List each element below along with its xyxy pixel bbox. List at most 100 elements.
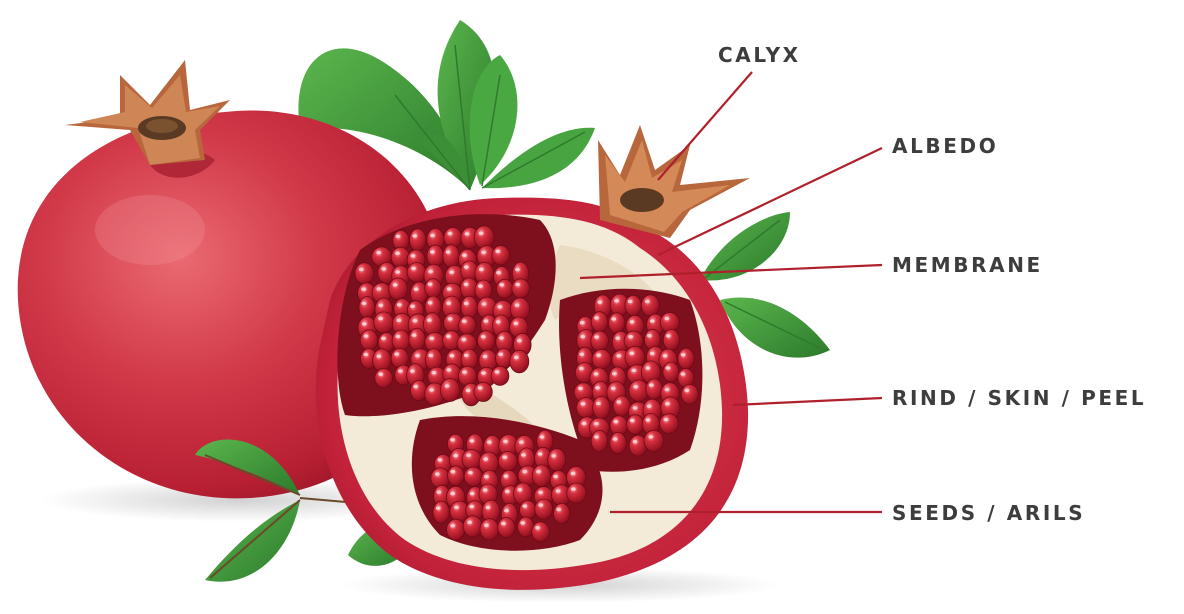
aril-highlight <box>519 440 524 444</box>
aril-highlight <box>633 440 638 444</box>
aril-highlight <box>649 383 654 387</box>
aril <box>478 331 495 351</box>
aril <box>496 279 513 298</box>
aril-highlight <box>499 283 504 287</box>
aril-highlight <box>578 387 583 391</box>
aril-highlight <box>483 355 488 359</box>
aril <box>410 229 426 252</box>
aril-highlight <box>579 353 584 357</box>
aril <box>591 430 607 451</box>
aril-highlight <box>376 287 381 291</box>
aril-highlight <box>581 402 586 406</box>
aril-highlight <box>429 388 434 392</box>
aril-highlight <box>413 319 418 323</box>
aril-highlight <box>435 472 440 476</box>
aril-highlight <box>469 505 474 509</box>
aril-highlight <box>505 490 510 494</box>
aril <box>625 295 641 315</box>
aril-highlight <box>664 317 669 321</box>
aril-highlight <box>582 422 587 426</box>
label-seeds-arils: SEEDS / ARILS <box>892 501 1085 525</box>
aril-highlight <box>436 490 441 494</box>
aril-highlight <box>495 370 500 374</box>
aril <box>458 366 476 386</box>
aril-highlight <box>449 354 454 358</box>
aril-highlight <box>571 487 576 491</box>
aril-highlight <box>412 333 417 337</box>
aril-highlight <box>364 334 369 338</box>
aril-highlight <box>466 454 471 458</box>
aril <box>609 313 625 334</box>
aril <box>461 296 477 319</box>
label-rind-skin-peel: RIND / SKIN / PEEL <box>892 386 1146 410</box>
aril-highlight <box>647 404 652 408</box>
aril-highlight <box>378 304 383 308</box>
leader-line-calyx <box>658 72 752 180</box>
aril-highlight <box>376 251 381 255</box>
aril-highlight <box>535 526 540 530</box>
aril <box>409 328 425 350</box>
aril-highlight <box>613 437 618 441</box>
aril-highlight <box>551 454 556 458</box>
aril-highlight <box>556 508 561 512</box>
aril <box>498 452 517 471</box>
aril <box>474 382 492 401</box>
aril <box>591 331 609 351</box>
aril-highlight <box>453 454 458 458</box>
aril-highlight <box>580 321 585 325</box>
aril-highlight <box>395 252 400 256</box>
aril-highlight <box>496 320 501 324</box>
aril <box>459 316 476 335</box>
aril-highlight <box>616 400 621 404</box>
aril <box>591 312 608 332</box>
aril <box>512 279 530 298</box>
aril-highlight <box>630 419 635 423</box>
aril <box>610 432 626 453</box>
aril-highlight <box>450 438 455 442</box>
aril-highlight <box>483 319 488 323</box>
aril-highlight <box>428 354 433 358</box>
aril-highlight <box>430 250 435 254</box>
aril-highlight <box>650 319 655 323</box>
aril-highlight <box>395 270 400 274</box>
aril-highlight <box>362 322 367 326</box>
aril-highlight <box>616 354 621 358</box>
aril-highlight <box>481 335 486 339</box>
aril-highlight <box>484 524 489 528</box>
aril-highlight <box>450 470 455 474</box>
aril <box>548 449 566 472</box>
aril-highlight <box>448 317 453 321</box>
aril-highlight <box>540 435 545 439</box>
aril-highlight <box>520 521 525 525</box>
aril <box>627 415 644 435</box>
aril <box>427 245 444 267</box>
aril-highlight <box>449 270 454 274</box>
aril <box>641 295 659 316</box>
aril-highlight <box>612 372 617 376</box>
aril <box>411 381 427 401</box>
aril-highlight <box>446 335 451 339</box>
aril <box>567 483 586 503</box>
aril <box>681 385 698 405</box>
aril-highlight <box>648 435 653 439</box>
aril-highlight <box>611 317 616 321</box>
aril-highlight <box>430 234 435 238</box>
aril-highlight <box>487 440 492 444</box>
aril-highlight <box>445 384 450 388</box>
aril <box>520 501 536 520</box>
aril-highlight <box>428 270 433 274</box>
aril <box>355 263 374 285</box>
aril-highlight <box>502 455 507 459</box>
aril-highlight <box>462 254 467 258</box>
aril-highlight <box>464 283 469 287</box>
aril <box>425 279 441 298</box>
aril-highlight <box>398 369 403 373</box>
aril-highlight <box>450 524 455 528</box>
aril <box>373 349 391 372</box>
aril-highlight <box>597 300 602 304</box>
aril-highlight <box>446 250 451 254</box>
aril-highlight <box>517 339 522 343</box>
aril-highlight <box>362 302 367 306</box>
aril-highlight <box>438 458 443 462</box>
aril <box>646 379 663 399</box>
